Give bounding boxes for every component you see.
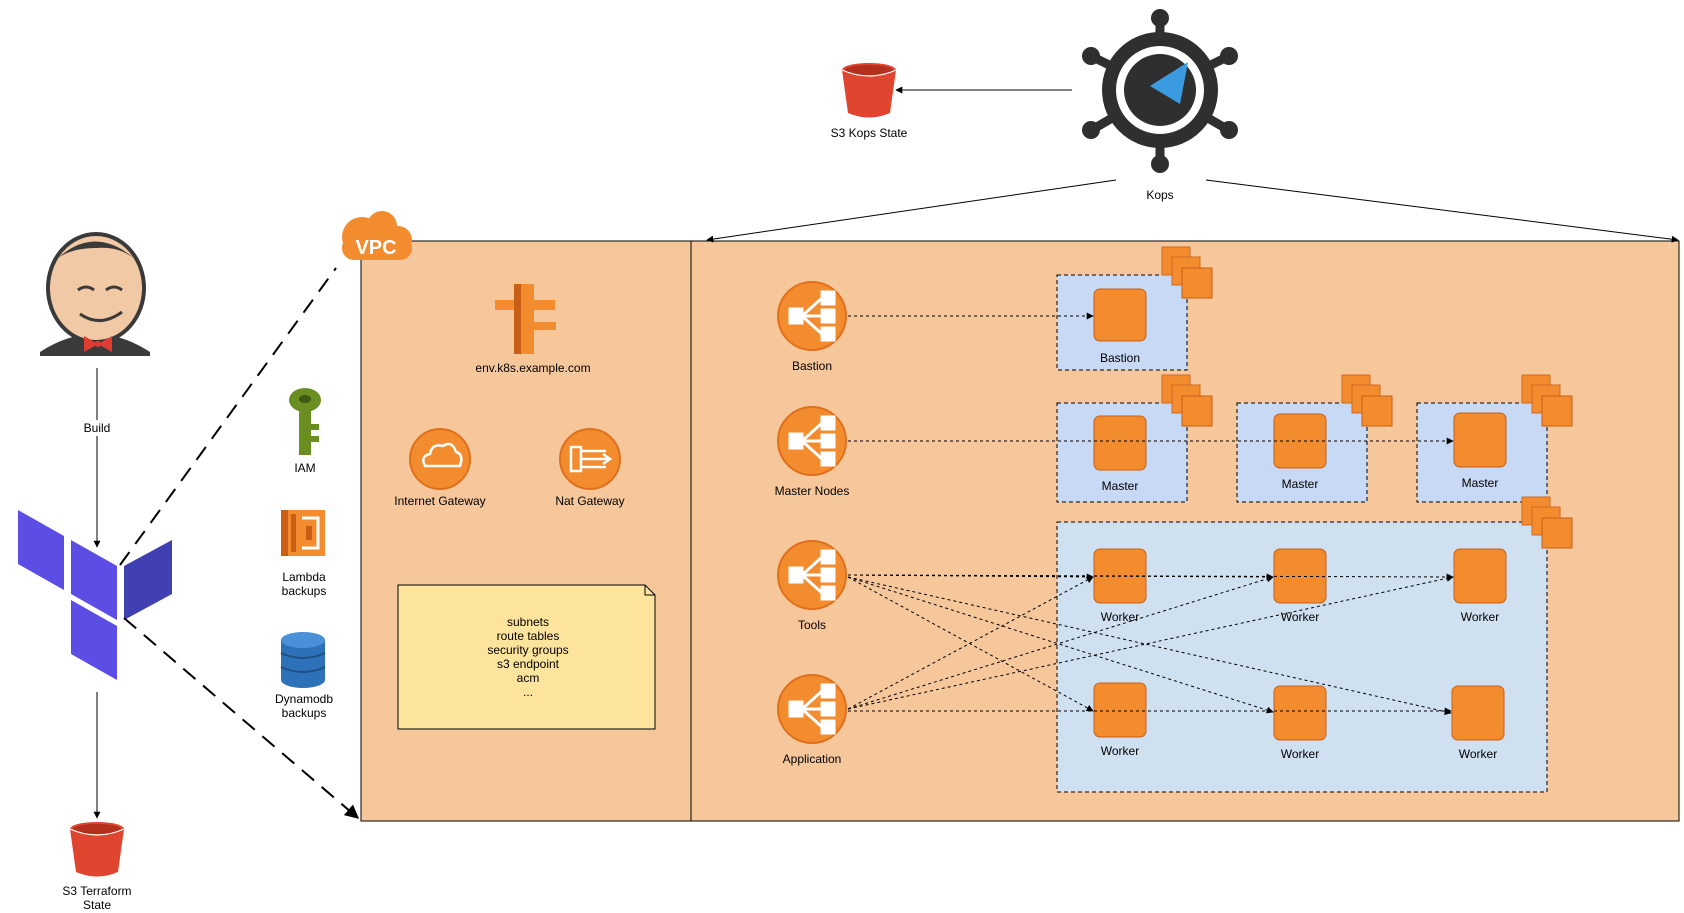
build-label: Build: [84, 421, 111, 435]
s3-terraform-state-label: S3 Terraform: [62, 884, 131, 898]
note-line-acm: acm: [517, 671, 540, 685]
jenkins-icon: [40, 232, 150, 356]
worker-2-label: Worker: [1281, 610, 1319, 624]
lambda-label: Lambda: [282, 570, 326, 584]
terraform-logo-icon: [18, 510, 172, 680]
kops-to-vpc-left-arrow: [706, 179, 1117, 243]
s3-kops-state-label: S3 Kops State: [831, 126, 908, 140]
lambda-label-2: backups: [282, 584, 327, 598]
nat-gateway-label: Nat Gateway: [555, 494, 624, 508]
s3-terraform-state-label-2: State: [83, 898, 111, 912]
kops-logo-icon: [1082, 9, 1238, 173]
elb-icon-bastion: [777, 281, 847, 351]
elb-icon-master-nodes: [777, 406, 847, 476]
autoscaling-icon-master-3: [1521, 374, 1573, 427]
dynamodb-label: Dynamodb: [275, 692, 333, 706]
network-resources-note: [397, 584, 656, 730]
master-2-label: Master: [1282, 477, 1319, 491]
s3-terraform-state-bucket-icon: [69, 822, 125, 877]
lambda-icon: [281, 510, 325, 556]
internet-gateway-icon: [409, 428, 471, 490]
route53-icon: [495, 284, 556, 354]
terraform-to-vpc-top-dashed: [119, 267, 337, 566]
note-line-ellipsis: ...: [523, 685, 533, 699]
vpc-label: VPC: [355, 237, 396, 259]
kops-label: Kops: [1146, 188, 1173, 202]
worker-4-label: Worker: [1101, 744, 1139, 758]
master-3-label: Master: [1462, 476, 1499, 490]
elb-master-nodes-label: Master Nodes: [775, 484, 850, 498]
elb-icon-application: [777, 674, 847, 744]
route53-label: env.k8s.example.com: [475, 361, 590, 375]
elb-icon-tools: [777, 540, 847, 610]
worker-5-label: Worker: [1281, 747, 1319, 761]
worker-3-instance-icon: [1453, 548, 1507, 604]
note-line-route-tables: route tables: [497, 629, 560, 643]
elb-bastion-label: Bastion: [792, 359, 832, 373]
master-1-label: Master: [1102, 479, 1139, 493]
internet-gateway-label: Internet Gateway: [394, 494, 485, 508]
dynamodb-icon: [280, 632, 326, 688]
s3-kops-state-bucket-icon: [841, 63, 897, 118]
autoscaling-icon-master-2: [1341, 374, 1393, 427]
elb-application-label: Application: [783, 752, 842, 766]
dynamodb-label-2: backups: [282, 706, 327, 720]
worker-6-instance-icon: [1451, 685, 1505, 741]
master-3-instance-icon: [1453, 412, 1507, 468]
elb-tools-label: Tools: [798, 618, 826, 632]
autoscaling-icon-workers: [1521, 496, 1573, 549]
worker-5-instance-icon: [1273, 685, 1327, 741]
bastion-instance-label: Bastion: [1100, 351, 1140, 365]
master-1-instance-icon: [1093, 415, 1147, 471]
kops-to-vpc-right-arrow: [1205, 179, 1679, 243]
worker-4-instance-icon: [1093, 682, 1147, 738]
autoscaling-icon-master-1: [1161, 374, 1213, 427]
iam-label: IAM: [294, 461, 315, 475]
iam-key-icon: [289, 388, 321, 455]
nat-gateway-icon: [559, 428, 621, 490]
bastion-instance-icon: [1093, 288, 1147, 342]
application-lb-connections: [847, 574, 1454, 715]
worker-1-label: Worker: [1101, 610, 1139, 624]
vpc-cloud-icon: VPC: [342, 211, 412, 260]
note-line-security-groups: security groups: [487, 643, 568, 657]
note-line-subnets: subnets: [507, 615, 549, 629]
worker-6-label: Worker: [1459, 747, 1497, 761]
worker-3-label: Worker: [1461, 610, 1499, 624]
note-line-s3-endpoint: s3 endpoint: [497, 657, 560, 671]
tools-lb-connections: [847, 573, 1454, 716]
autoscaling-icon-bastion: [1161, 246, 1213, 299]
